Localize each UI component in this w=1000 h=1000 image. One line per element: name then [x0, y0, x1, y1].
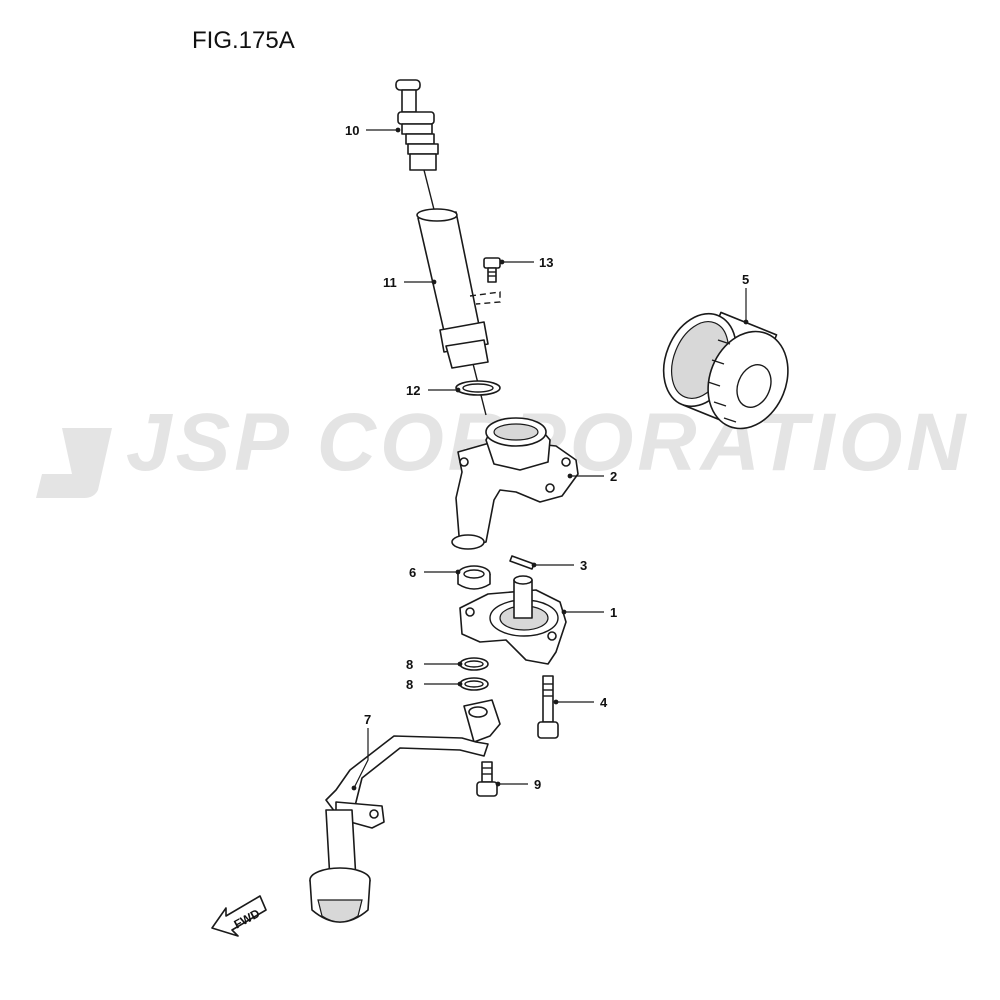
callout-7: 7: [364, 712, 371, 727]
part-4-bolt: [537, 675, 559, 739]
figure-title: FIG.175A: [192, 27, 295, 54]
watermark-logo: [36, 428, 112, 498]
part-9-bolt: [476, 761, 498, 797]
part-8-o-ring-lower: [459, 677, 489, 691]
part-8-o-ring-upper: [459, 657, 489, 671]
callout-5: 5: [742, 272, 749, 287]
part-12-o-ring: [455, 380, 501, 396]
callout-10: 10: [345, 123, 359, 138]
callout-12: 12: [406, 383, 420, 398]
callouts: 10 11 13 12 5 2 3 6 1 8 8 4 9 7: [345, 123, 749, 792]
part-3-pin: [509, 555, 535, 570]
part-7-strainer: [309, 699, 501, 923]
callout-3: 3: [580, 558, 587, 573]
part-11-dipstick-tube: [416, 208, 501, 369]
part-6-seal: [457, 565, 491, 590]
callout-6: 6: [409, 565, 416, 580]
part-1-oil-pump: [459, 575, 567, 665]
part-13-bolt: [483, 257, 501, 283]
callout-9: 9: [534, 777, 541, 792]
callout-1: 1: [610, 605, 617, 620]
callout-8-upper: 8: [406, 657, 413, 672]
part-5-oil-filter: [662, 311, 789, 430]
callout-13: 13: [539, 255, 553, 270]
callout-2: 2: [610, 469, 617, 484]
part-2-pump-cover: [451, 417, 579, 550]
callout-8-lower: 8: [406, 677, 413, 692]
callout-11: 11: [383, 275, 397, 290]
fwd-arrow: FWD: [211, 895, 267, 937]
callout-4: 4: [600, 695, 608, 710]
leader-lines: [351, 127, 749, 791]
